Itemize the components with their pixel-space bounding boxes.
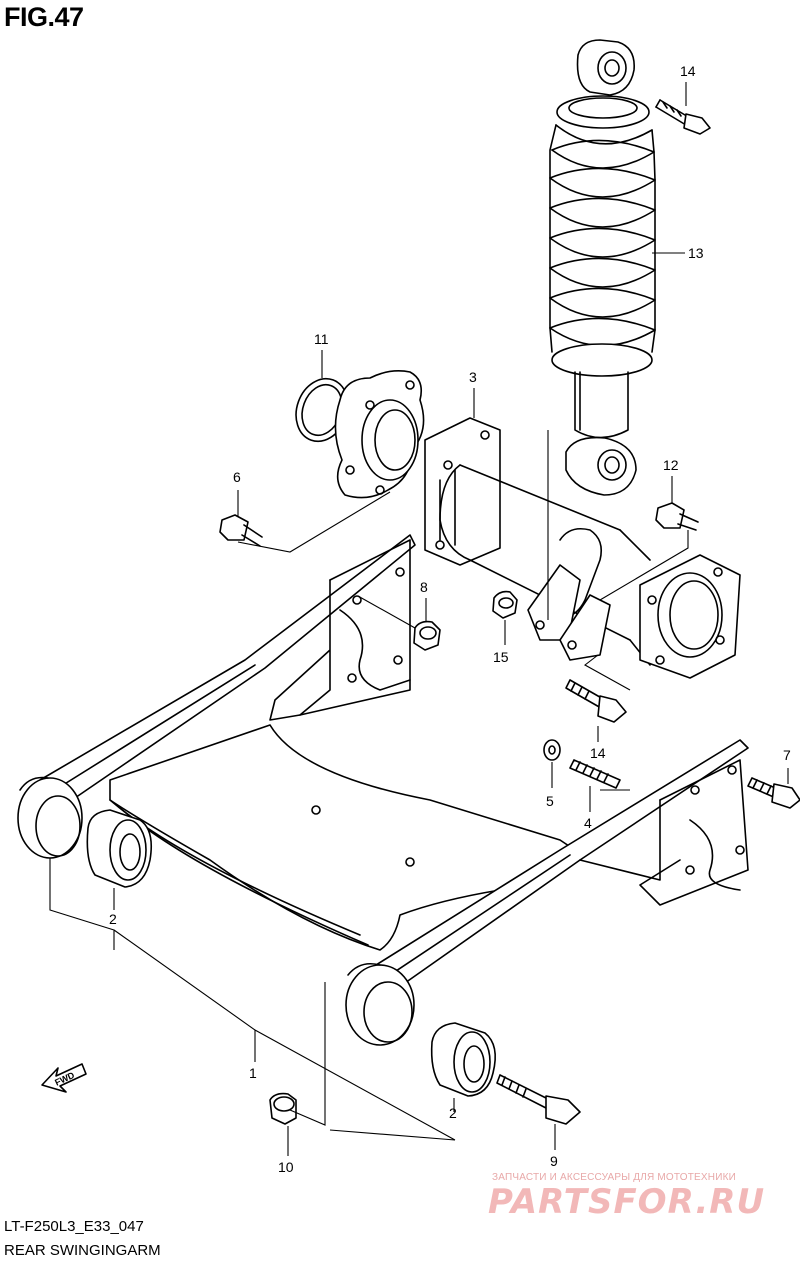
bushing-2-left xyxy=(86,809,153,888)
callout-14-lower: 14 xyxy=(590,745,606,761)
shock-absorber xyxy=(549,39,656,496)
bushing-2-right xyxy=(430,1022,496,1097)
callout-15: 15 xyxy=(493,649,509,665)
bolt-14-lower xyxy=(565,679,627,723)
callout-1: 1 xyxy=(249,1065,257,1081)
figure-title: FIG.47 xyxy=(4,2,84,32)
callout-11: 11 xyxy=(314,331,329,347)
nut-8 xyxy=(413,620,441,651)
stud-4 xyxy=(569,759,621,789)
watermark-tagline: ЗАПЧАСТИ И АКСЕССУАРЫ ДЛЯ МОТОТЕХНИКИ xyxy=(492,1172,737,1183)
watermark-logo: PARTSFOR.RU xyxy=(488,1182,766,1222)
callout-8: 8 xyxy=(420,579,428,595)
axle-housing xyxy=(424,417,741,679)
bolt-12 xyxy=(655,502,699,531)
callout-7: 7 xyxy=(783,747,791,763)
hub-flange-left xyxy=(334,370,425,499)
callout-13: 13 xyxy=(688,245,704,261)
leader-lines xyxy=(49,82,789,1156)
callout-3: 3 xyxy=(469,369,477,385)
callout-10: 10 xyxy=(278,1159,294,1175)
callout-12: 12 xyxy=(663,457,679,473)
callout-4: 4 xyxy=(584,815,592,831)
pivot-bolt-9 xyxy=(496,1074,581,1125)
washer-5 xyxy=(543,739,561,761)
callout-2-left: 2 xyxy=(109,911,117,927)
callout-2-right: 2 xyxy=(449,1105,457,1121)
callout-9: 9 xyxy=(550,1153,558,1169)
bolt-6 xyxy=(219,514,263,547)
nut-10 xyxy=(269,1092,297,1125)
nut-15 xyxy=(492,590,518,619)
callout-6: 6 xyxy=(233,469,241,485)
model-code: LT-F250L3_E33_047 xyxy=(4,1218,144,1235)
bolt-14-top xyxy=(655,99,711,135)
callout-5: 5 xyxy=(546,793,554,809)
callout-14-top: 14 xyxy=(680,63,696,79)
fwd-arrow-icon xyxy=(41,1063,87,1093)
bolt-7 xyxy=(747,777,800,809)
section-name: REAR SWINGINGARM xyxy=(4,1242,161,1259)
swingarm xyxy=(17,534,749,1046)
callout-labels: 14 13 11 3 6 12 8 15 14 5 4 7 2 1 2 10 9… xyxy=(53,63,791,1175)
